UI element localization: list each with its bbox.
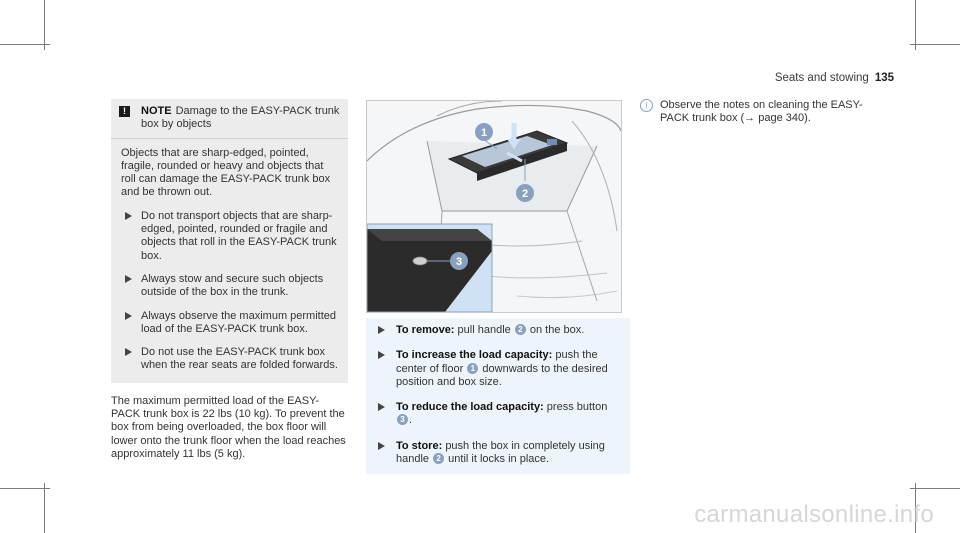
- crop-mark: [44, 483, 45, 533]
- right-column: i Observe the notes on cleaning the EASY…: [640, 99, 880, 126]
- section-title: Seats and stowing: [774, 72, 869, 84]
- running-header: Seats and stowing 135: [775, 72, 894, 84]
- arrow-bullet-icon: [378, 351, 385, 360]
- trunk-illustration: 1 2 3: [366, 100, 622, 313]
- notice-intro: Objects that are sharp-edged, pointed, f…: [121, 146, 331, 199]
- info-note: i Observe the notes on cleaning the EASY…: [640, 99, 880, 126]
- instruction-steps: To remove: pull handle 2 on the box. To …: [366, 318, 630, 475]
- crop-mark: [915, 483, 916, 533]
- trunk-drawing: 1 2 3: [367, 101, 621, 312]
- notice-step: Do not transport objects that are sharp-…: [121, 210, 338, 263]
- step-remove: To remove: pull handle 2 on the box.: [366, 324, 620, 337]
- crop-mark: [910, 488, 960, 489]
- arrow-bullet-icon: [378, 326, 385, 334]
- step-reduce: To reduce the load capacity: press butto…: [366, 401, 620, 428]
- notice-body: Objects that are sharp-edged, pointed, f…: [111, 139, 348, 383]
- crop-mark: [0, 488, 50, 489]
- arrow-bullet-icon: [378, 441, 385, 450]
- step-store: To store: push the box in completely usi…: [366, 440, 620, 467]
- notice-step: Always stow and secure such objects outs…: [121, 273, 338, 300]
- arrow-bullet-icon: [125, 348, 132, 357]
- page-number: 135: [874, 72, 894, 84]
- callout-number: 2: [514, 324, 526, 335]
- warning-icon: !: [119, 106, 130, 117]
- crop-mark: [44, 0, 45, 50]
- info-icon: i: [640, 99, 653, 112]
- callout-3: 3: [456, 256, 462, 268]
- step-increase: To increase the load capacity: push the …: [366, 349, 620, 389]
- callout-number: 3: [397, 414, 408, 426]
- arrow-bullet-icon: [125, 274, 132, 283]
- callout-1: 1: [481, 127, 487, 139]
- notice-title: Damage to the EASY-PACK trunk box by obj…: [141, 105, 340, 131]
- notice-label: NOTE: [141, 105, 172, 117]
- crop-mark: [0, 44, 50, 45]
- notice-step: Do not use the EASY-PACK trunk box when …: [121, 346, 338, 373]
- callout-number: 2: [433, 453, 445, 465]
- arrow-bullet-icon: [125, 211, 132, 220]
- arrow-bullet-icon: [125, 311, 132, 320]
- notice-step: Always observe the maximum permitted loa…: [121, 310, 338, 337]
- callout-number: 1: [467, 362, 479, 374]
- arrow-bullet-icon: [378, 403, 385, 412]
- watermark: carmanualsonline.info: [694, 501, 934, 528]
- info-text: Observe the notes on cleaning the EASY-P…: [660, 99, 863, 125]
- crop-mark: [910, 44, 960, 45]
- crop-mark: [915, 0, 916, 50]
- callout-2: 2: [522, 188, 528, 200]
- body-paragraph: The maximum permitted load of the EASY-P…: [111, 394, 346, 460]
